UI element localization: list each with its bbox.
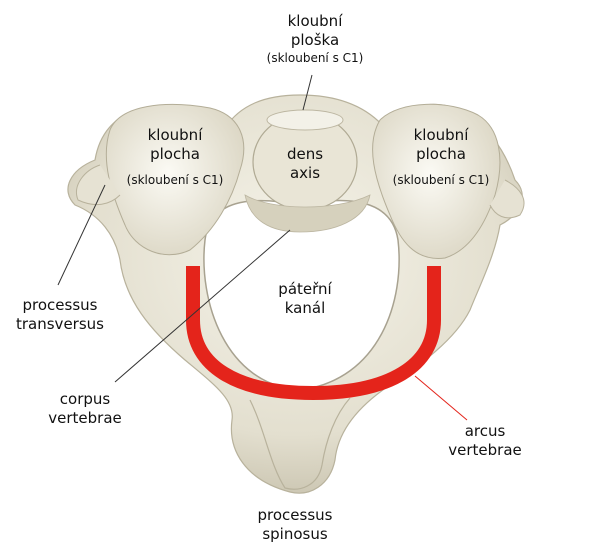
corpus-surface [244, 194, 371, 233]
dens-facet [266, 109, 344, 131]
label-surface-right: kloubní plocha (skloubení s C1) [392, 126, 490, 187]
right-articular-surface [372, 103, 501, 259]
leader-facet-top [302, 74, 313, 111]
label-corpus: corpus vertebrae [48, 390, 122, 427]
label-facet-top: kloubní ploška (skloubení s C1) [266, 12, 364, 65]
label-transverse: processus transversus [16, 296, 104, 333]
left-articular-surface [105, 103, 245, 256]
label-surface-left: kloubní plocha (skloubení s C1) [126, 126, 224, 187]
spinous-process [249, 397, 351, 490]
leader-arcus [414, 375, 468, 421]
right-transverse-process [489, 179, 525, 219]
label-canal: páteřní kanál [278, 280, 332, 317]
leader-transverse [57, 184, 106, 286]
label-dens: dens axis [286, 145, 324, 182]
leader-corpus [114, 229, 291, 383]
label-arcus: arcus vertebrae [448, 422, 522, 459]
vertebral-canal-opening [203, 199, 400, 391]
left-transverse-process [76, 164, 121, 206]
label-spinous: processus spinosus [257, 506, 333, 543]
arcus-vertebrae-highlight [186, 266, 441, 400]
